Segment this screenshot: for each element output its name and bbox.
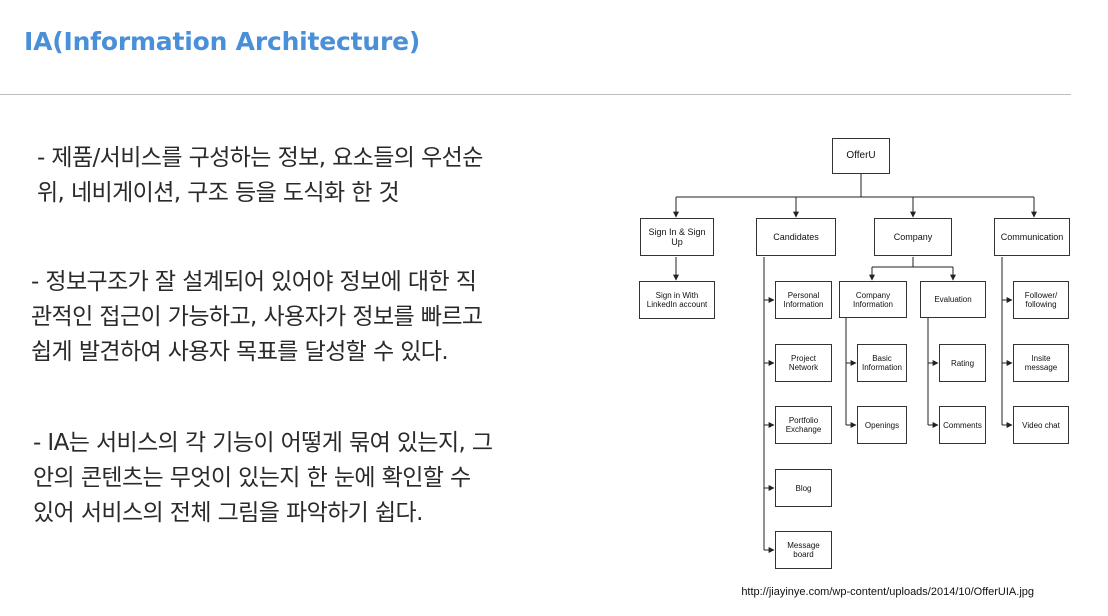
paragraph-line: 쉽게 발견하여 사용자 목표를 달성할 수 있다.: [31, 339, 449, 365]
slide-title: IA(Information Architecture): [24, 27, 421, 56]
node-basic-information: Basic Information: [857, 344, 907, 382]
source-url: http://jiayinye.com/wp-content/uploads/2…: [741, 586, 1034, 598]
paragraph-line: - IA는 서비스의 각 기능이 어떻게 묶여 있는지, 그: [33, 430, 493, 456]
node-company: Company: [874, 218, 952, 256]
paragraph-line: 있어 서비스의 전체 그림을 파악하기 쉽다.: [33, 500, 423, 526]
node-rating: Rating: [939, 344, 986, 382]
node-communication: Communication: [994, 218, 1070, 256]
node-blog: Blog: [775, 469, 832, 507]
node-openings: Openings: [857, 406, 907, 444]
paragraph-line: - 제품/서비스를 구성하는 정보, 요소들의 우선순: [37, 145, 483, 171]
ia-diagram: OfferU Sign In & Sign Up Candidates Comp…: [636, 134, 1072, 574]
paragraph-line: 관적인 접근이 가능하고, 사용자가 정보를 빠르고: [31, 304, 483, 330]
node-follower-following: Follower/ following: [1013, 281, 1069, 319]
node-insite-message: Insite message: [1013, 344, 1069, 382]
node-sign-in: Sign In & Sign Up: [640, 218, 714, 256]
paragraph-benefit: - IA는 서비스의 각 기능이 어떻게 묶여 있는지, 그 안의 콘텐츠는 무…: [33, 426, 493, 531]
node-evaluation: Evaluation: [920, 281, 986, 318]
node-project-network: Project Network: [775, 344, 832, 382]
node-offeru: OfferU: [832, 138, 890, 174]
paragraph-line: 위, 네비게이션, 구조 등을 도식화 한 것: [37, 180, 400, 206]
paragraph-line: - 정보구조가 잘 설계되어 있어야 정보에 대한 직: [31, 269, 477, 295]
node-company-information: Company Information: [839, 281, 907, 318]
ia-diagram-connectors: [673, 174, 1037, 553]
node-portfolio-exchange: Portfolio Exchange: [775, 406, 832, 444]
node-comments: Comments: [939, 406, 986, 444]
node-personal-information: Personal Information: [775, 281, 832, 319]
node-message-board: Message board: [775, 531, 832, 569]
paragraph-importance: - 정보구조가 잘 설계되어 있어야 정보에 대한 직 관적인 접근이 가능하고…: [31, 265, 483, 370]
node-video-chat: Video chat: [1013, 406, 1069, 444]
node-sign-in-linkedin: Sign in With LinkedIn account: [639, 281, 715, 319]
node-candidates: Candidates: [756, 218, 836, 256]
paragraph-definition: - 제품/서비스를 구성하는 정보, 요소들의 우선순 위, 네비게이션, 구조…: [37, 141, 483, 211]
title-divider: [0, 94, 1071, 95]
paragraph-line: 안의 콘텐츠는 무엇이 있는지 한 눈에 확인할 수: [33, 465, 471, 491]
